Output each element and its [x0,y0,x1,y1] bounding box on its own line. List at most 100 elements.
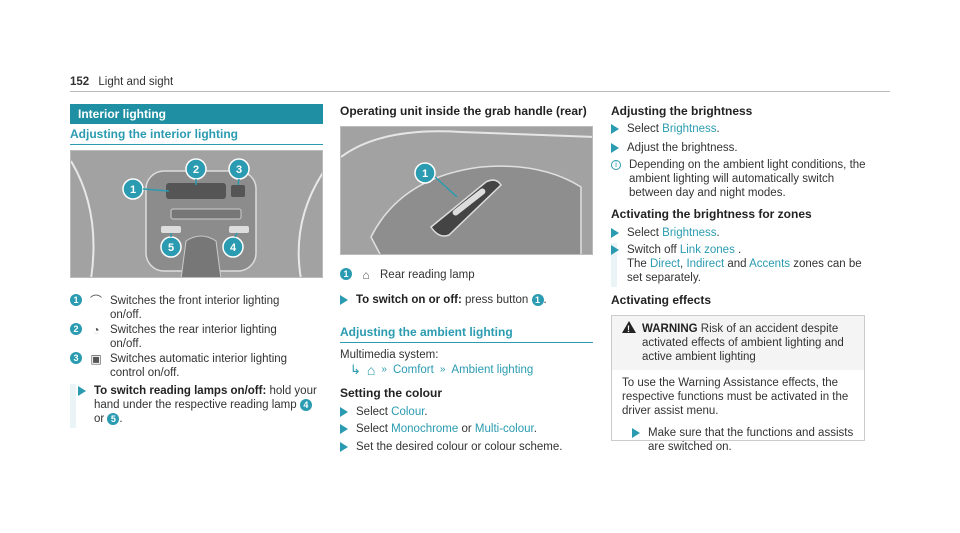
menu-comfort[interactable]: Comfort [392,364,434,376]
info-text: Depending on the ambient light condition… [629,159,866,199]
subsection-title: Adjusting the interior lighting [70,127,323,145]
legend-number: 1 [70,294,82,306]
direct-link[interactable]: Direct [650,258,681,270]
step-body: Select [627,227,663,239]
arrow-icon [340,442,348,452]
select-colour-step: Select Colour. [340,405,428,419]
period: . [119,413,123,425]
svg-text:1: 1 [422,168,428,180]
step-text: To switch reading lamps on/off: hold you… [94,384,323,426]
effects-title: Activating effects [611,293,712,307]
step-text: Adjust the brightness. [627,142,738,154]
period: . [543,294,547,306]
brightness-title: Adjusting the brightness [611,104,753,118]
arrow-icon [632,428,640,438]
colour-title: Setting the colour [340,386,442,400]
step-body: Switch off [627,244,680,256]
warning-label: WARNING [642,323,698,335]
step-body: zones can be set separately. [627,258,862,284]
interior-lighting-image: 1 2 3 5 4 [70,150,323,278]
step-text: Switch off Link zones . The Direct, Indi… [627,243,862,285]
svg-text:5: 5 [168,242,174,254]
or-text: or [458,423,475,435]
legend-number: 1 [340,268,352,280]
legend-number: 2 [70,323,82,335]
step-text: Select Brightness. [627,122,720,136]
comma: , [680,258,687,270]
monochrome-link[interactable]: Monochrome [391,423,459,435]
rear-light-icon: ◔ [92,323,100,337]
step-body: Select [627,123,663,135]
period: . [716,227,720,239]
link-zones-link[interactable]: Link zones [679,244,735,256]
indirect-link[interactable]: Indirect [686,258,725,270]
period: . [734,244,742,256]
step-body: press button [461,294,532,306]
brightness-link[interactable]: Brightness [662,123,717,135]
brightness-link[interactable]: Brightness [662,227,717,239]
step-marker-bar [70,384,76,428]
step-body: The [627,258,651,270]
header-rule [70,91,890,92]
step-body: hold your hand under the respective read… [94,385,317,411]
arrow-icon [611,124,619,134]
warning-text: Risk of an accident despite activated ef… [642,323,844,363]
legend-item-2: 2 ◔ Switches the rear interior lighting … [70,323,323,351]
warning-step: Make sure that the functions and assists… [612,418,864,454]
step-text: Select Monochrome or Multi-colour. [356,422,537,436]
chapter-title: Light and sight [98,76,174,88]
zones-title: Activating the brightness for zones [611,207,812,221]
svg-text:1: 1 [130,184,136,196]
reading-lamp-step: To switch reading lamps on/off: hold you… [78,384,323,426]
step-text: Select Colour. [356,405,428,419]
info-note: i Depending on the ambient light conditi… [611,158,866,200]
step-body: Select [356,423,392,435]
section-title-bar: Interior lighting [70,104,323,124]
auto-light-icon: ▣ [90,352,102,366]
legend-text: Switches automatic interior lighting con… [110,353,288,379]
arrow-icon [78,386,86,396]
grab-handle-illustration: 1 [341,127,592,254]
legend-text: Switches the front interior lighting on/… [110,295,280,321]
svg-text:2: 2 [193,164,199,176]
chevron-icon: » [381,364,387,375]
zones-select-brightness-step: Select Brightness. [611,226,720,240]
chevron-icon: » [439,364,446,375]
adjust-brightness-step: Adjust the brightness. [611,141,738,155]
legend-item-rear-lamp: 1 ⌂ Rear reading lamp [340,268,593,282]
step-bold: To switch reading lamps on/off: [94,385,267,397]
arrow-icon [340,295,348,305]
step-body: Select [356,406,392,418]
arrow-icon [340,424,348,434]
svg-text:4: 4 [230,242,237,254]
legend-item-1: 1 ⌒ Switches the front interior lighting… [70,294,323,322]
menu-ambient-lighting[interactable]: Ambient lighting [451,364,534,376]
callout-1: 1 [122,178,170,200]
warning-icon [622,321,636,336]
callout-ref-5: 5 [107,412,120,425]
or-text: or [94,413,108,425]
page-header: 152 Light and sight [70,75,173,89]
warning-body: To use the Warning Assistance effects, t… [622,377,849,417]
callout-5: 5 [160,233,182,258]
callout-4: 4 [222,232,244,258]
callout-2: 2 [185,158,207,185]
menu-path: ↳ ⌂ » Comfort » Ambient lighting [350,362,534,378]
step-bold: To switch on or off: [356,294,462,306]
home-icon[interactable]: ⌂ [366,362,376,378]
accents-link[interactable]: Accents [749,258,791,270]
front-light-icon: ⌒ [89,294,102,308]
page-number: 152 [70,76,90,88]
step-text: To switch on or off: press button 1. [356,293,547,307]
step-marker-bar [611,243,617,287]
step-text: Make sure that the functions and assists… [648,427,854,453]
select-brightness-step: Select Brightness. [611,122,720,136]
legend-item-3: 3 ▣ Switches automatic interior lighting… [70,352,323,380]
set-colour-step: Set the desired colour or colour scheme. [340,440,562,454]
grab-handle-title: Operating unit inside the grab handle (r… [340,104,587,118]
colour-link[interactable]: Colour [391,406,425,418]
multi-colour-link[interactable]: Multi-colour [474,423,534,435]
svg-text:3: 3 [236,164,242,176]
multimedia-label: Multimedia system: [340,349,439,361]
switch-on-off-step: To switch on or off: press button 1. [340,293,593,307]
